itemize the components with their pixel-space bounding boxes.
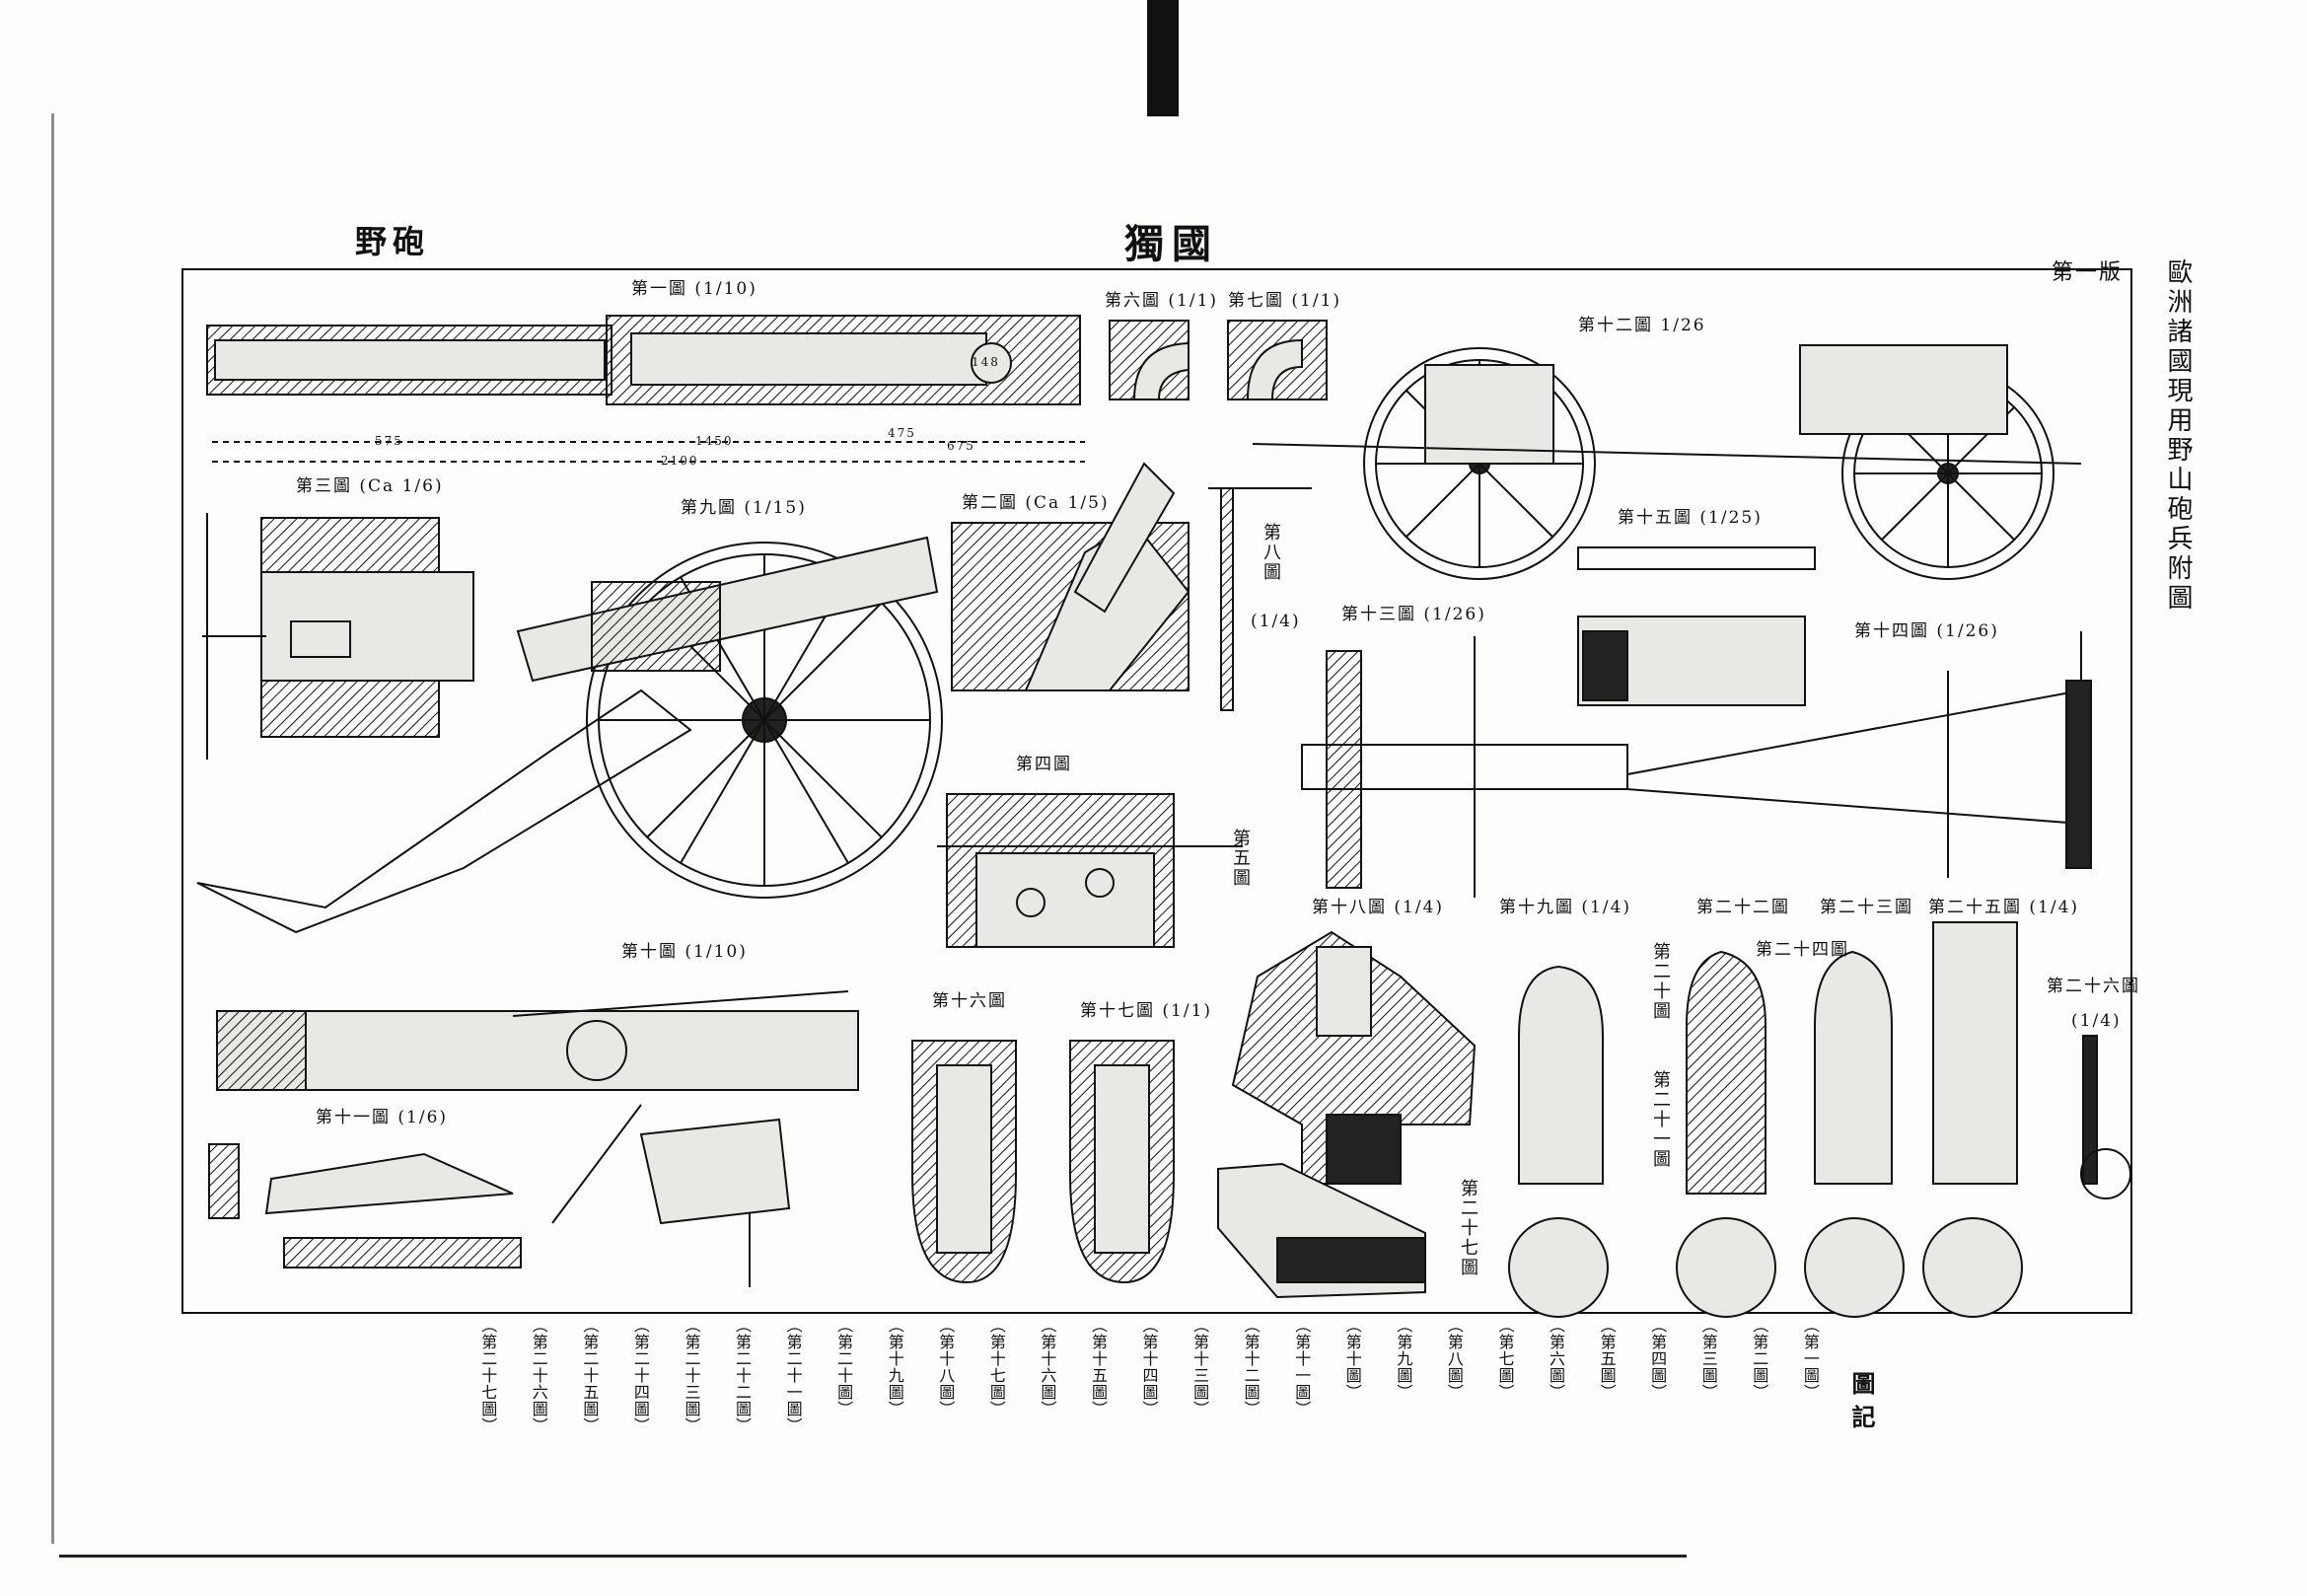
fig6-section-drawing [1109, 320, 1190, 400]
fig15-ammo-chest-drawing [1577, 546, 1816, 706]
legend-item: （第二十一圖） [783, 1317, 803, 1434]
fig26-tool-drawing [2080, 1035, 2131, 1199]
caption-fig2: 第二圖 (Ca 1/5) [962, 493, 1110, 513]
fig7-section-drawing [1227, 320, 1328, 400]
legend-item: （第九圖） [1394, 1317, 1413, 1401]
dimension-label: 148 [972, 355, 1000, 369]
caption-fig27: 第二十七圖 [1458, 1179, 1478, 1277]
legend-item: （第十七圖） [986, 1317, 1006, 1417]
legend-item: （第二十圖） [834, 1317, 854, 1417]
caption-fig19: 第十九圖 (1/4) [1499, 898, 1632, 917]
caption-fig18: 第十八圖 (1/4) [1312, 898, 1445, 917]
caption-fig12: 第十二圖 1/26 [1578, 316, 1706, 335]
legend-item: （第十四圖） [1139, 1317, 1159, 1417]
legend-item: （第一圖） [1800, 1317, 1820, 1401]
dimension-label: 1450 [695, 434, 734, 448]
legend-item: （第二十三圖） [682, 1317, 701, 1434]
caption-fig20: 第二十圖 [1650, 942, 1671, 1021]
legend-item: （第二十七圖） [478, 1317, 498, 1434]
fig16-fuze-drawing [911, 1040, 1017, 1284]
caption-fig8-scale: (1/4) [1251, 612, 1301, 631]
legend-item: （第十二圖） [1241, 1317, 1261, 1417]
caption-fig24: 第二十四圖 [1756, 940, 1849, 960]
legend-item: （第五圖） [1597, 1317, 1617, 1401]
legend-item: （第八圖） [1444, 1317, 1464, 1401]
fig14-plan-drawing [1626, 631, 2092, 878]
caption-fig17: 第十七圖 (1/1) [1080, 1001, 1213, 1021]
caption-fig16: 第十六圖 [932, 991, 1007, 1011]
caption-fig6: 第六圖 (1/1) [1105, 291, 1219, 311]
caption-fig9: 第九圖 (1/15) [681, 498, 807, 518]
legend-item: （第二十六圖） [529, 1317, 548, 1434]
dimension-label: 675 [947, 439, 975, 453]
caption-fig5: 第五圖 [1230, 829, 1251, 888]
fig27-cartridge-box-drawing [1217, 1162, 1426, 1299]
legend: （第一圖） （第二圖） （第三圖） （第四圖） （第五圖） （第六圖） （第七圖… [478, 1317, 1820, 1544]
caption-fig3: 第三圖 (Ca 1/6) [296, 476, 444, 496]
legend-item: （第三圖） [1698, 1317, 1718, 1401]
caption-fig23: 第二十三圖 [1820, 898, 1913, 917]
fig10-trail-drawing [216, 990, 859, 1091]
caption-fig26: 第二十六圖 [2047, 977, 2140, 996]
legend-item: （第十六圖） [1038, 1317, 1057, 1417]
caption-fig4: 第四圖 [1016, 755, 1072, 774]
dimension-label: 575 [375, 434, 403, 448]
plate-frame [181, 268, 2132, 1314]
plate-number: 第一版 [2052, 260, 2124, 285]
fig19-shell-drawing [1508, 965, 1609, 1318]
legend-item: （第十一圖） [1292, 1317, 1312, 1417]
caption-fig1: 第一圖 (1/10) [631, 279, 757, 299]
caption-fig8: 第八圖 [1261, 523, 1281, 582]
fig18-fuze-head-drawing [1231, 930, 1477, 1185]
caption-fig26-scale: (1/4) [2071, 1011, 2122, 1031]
fig8-tool-drawing [1208, 487, 1312, 711]
legend-item: （第二圖） [1750, 1317, 1769, 1401]
legend-item: （第十圖） [1342, 1317, 1362, 1401]
dimension-label: 2100 [661, 454, 699, 468]
fig13-plan-drawing [1301, 636, 1628, 898]
fig11-sight-drawing [208, 1104, 791, 1287]
fig24-shrapnel-drawing [1804, 950, 1905, 1318]
caption-fig15: 第十五圖 (1/25) [1618, 508, 1763, 528]
legend-item: （第十三圖） [1190, 1317, 1210, 1417]
fig1-barrel-drawing [206, 315, 1085, 463]
caption-fig22: 第二十二圖 [1696, 898, 1790, 917]
legend-item: （第七圖） [1495, 1317, 1515, 1401]
fig12-limber-drawing [1252, 344, 2082, 580]
fig4-breech-drawing [937, 793, 1243, 948]
legend-item: （第二十五圖） [580, 1317, 600, 1434]
dimension-label: 475 [888, 426, 916, 440]
fig21-shell-drawing [1676, 950, 1776, 1318]
fig9-field-gun-drawing [196, 536, 943, 934]
legend-item: （第二十四圖） [630, 1317, 650, 1434]
caption-fig25: 第二十五圖 (1/4) [1928, 898, 2080, 917]
legend-item: （第十九圖） [885, 1317, 904, 1417]
legend-item: （第十五圖） [1088, 1317, 1108, 1417]
scan-binding-mark [1147, 0, 1179, 116]
plate-title: 獨國 [1124, 221, 1219, 267]
scan-left-edge [51, 113, 72, 1544]
legend-item: （第十八圖） [936, 1317, 956, 1417]
fig2-breech-wedge-drawing [951, 462, 1190, 691]
legend-item: （第六圖） [1547, 1317, 1565, 1401]
side-title: 歐洲諸國現用野山砲兵附圖 [2163, 258, 2193, 614]
caption-fig7: 第七圖 (1/1) [1228, 291, 1342, 311]
caption-fig11: 第十一圖 (1/6) [316, 1108, 449, 1127]
legend-item: （第四圖） [1648, 1317, 1668, 1401]
legend-item: （第二十二圖） [733, 1317, 752, 1434]
fig25-canister-drawing [1922, 921, 2023, 1318]
fig3-breech-drawing [202, 513, 474, 760]
scan-bottom-rule [59, 1555, 1687, 1558]
caption-fig13: 第十三圖 (1/26) [1341, 605, 1486, 624]
plate-subtitle: 野砲 [355, 223, 431, 260]
caption-fig21: 第二十一圖 [1650, 1070, 1671, 1169]
legend-heading: 圖記 [1847, 1371, 1876, 1438]
caption-fig10: 第十圖 (1/10) [621, 942, 748, 962]
caption-fig14: 第十四圖 (1/26) [1854, 621, 1999, 641]
fig17-fuze-drawing [1069, 1040, 1175, 1284]
